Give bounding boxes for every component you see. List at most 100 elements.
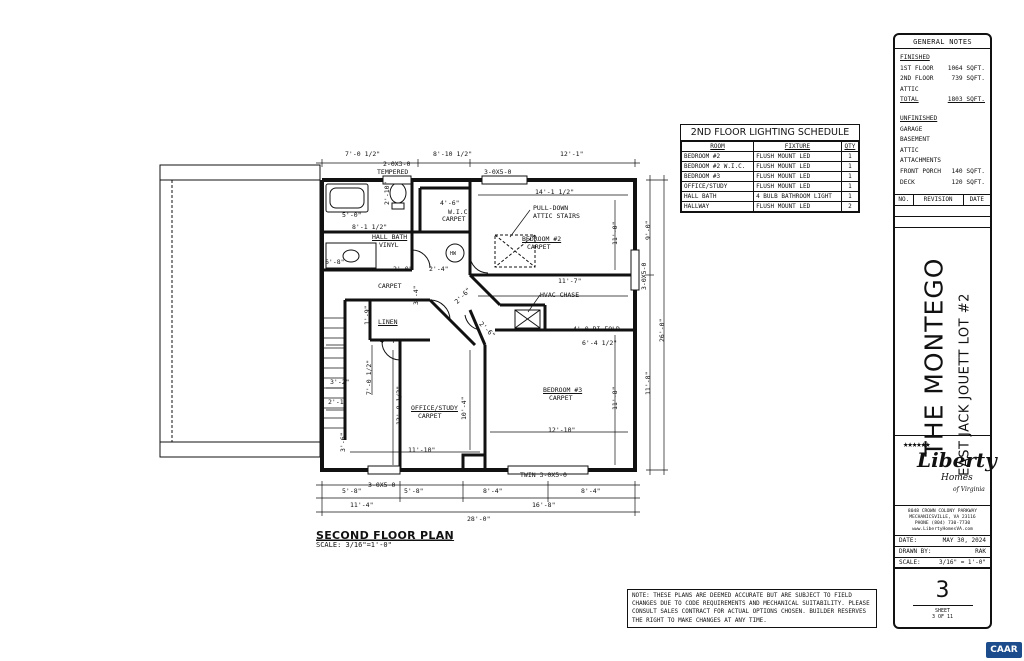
cell: FLUSH MOUNT LED — [753, 161, 842, 172]
row-label: TOTAL — [900, 96, 919, 104]
logo-sub: Homes — [941, 473, 973, 483]
dim-right-1: 9'-0" — [644, 220, 652, 240]
cell: 1 — [840, 191, 860, 202]
dim-inner: 2'-4" — [429, 265, 449, 273]
dim-inner: 2'-10" — [383, 181, 391, 205]
lighting-schedule-title: 2ND FLOOR LIGHTING SCHEDULE — [681, 125, 859, 141]
window-label-office: 3-0X5-0 — [368, 481, 396, 489]
row-value: 1064 SQFT. — [947, 64, 985, 72]
room-office-floor: CARPET — [418, 412, 442, 420]
window-bed2 — [481, 175, 528, 185]
dim-inner: 1'-9" — [363, 305, 371, 325]
window-bed3-twin — [507, 465, 589, 475]
rev-col-no: NO. — [895, 195, 914, 206]
dim-inner: 8'-1 1/2" — [352, 223, 388, 231]
dim-inner: 11'-0" — [611, 221, 619, 245]
room-bath-label: HALL BATH — [372, 233, 408, 241]
cell: OFFICE/STUDY — [680, 181, 755, 192]
cell: 1 — [840, 181, 860, 192]
cell: 1 — [840, 151, 860, 162]
sheet-number-box: 3 SHEET 3 OF 11 — [895, 567, 990, 628]
model-name: THE MONTEGO — [919, 257, 949, 457]
col-fixture: FIXTURE — [753, 141, 842, 152]
dim-inner: 3'-4" — [412, 285, 420, 305]
row-label: 2ND FLOOR — [900, 75, 934, 83]
dim-inner: 4'-7" — [380, 337, 400, 345]
dim-bottom-6: 16'-8" — [532, 501, 556, 509]
unfinished-section: UNFINISHED GARAGE BASEMENT ATTIC ATTACHM… — [895, 114, 990, 188]
dim-top-3: 12'-1" — [560, 150, 584, 158]
window-bath — [382, 175, 412, 185]
hvac-chase — [514, 309, 541, 329]
address-line: PHONE (804) 730-7730 — [914, 521, 971, 526]
dim-inner: 4'-6" — [440, 199, 460, 207]
window-label-bed2: 3-0X5-0 — [484, 168, 512, 176]
company-address: 8048 CROWN COLONY PARKWAY MECHANICSVILLE… — [895, 505, 990, 533]
unfinished-row: GARAGE — [900, 125, 985, 136]
dim-inner: 6'-4 1/2" — [582, 339, 618, 347]
room-hall-floor: CARPET — [378, 282, 402, 290]
room-wic-label: W.I.C. — [448, 208, 472, 216]
dim-top-2: 8'-10 1/2" — [433, 150, 473, 158]
dim-right-2: 11'-8" — [644, 371, 652, 395]
dim-bottom-5: 11'-4" — [350, 501, 374, 509]
rev-col-date: DATE — [969, 196, 985, 204]
room-linen-label: LINEN — [378, 318, 398, 326]
dim-inner: 2'-1" — [328, 398, 348, 406]
window-label-twin: TWIN 3-0X5-0 — [520, 471, 567, 479]
cell: 2 — [840, 201, 860, 212]
dim-inner: 11'-10" — [408, 446, 436, 454]
dim-bottom-total: 28'-0" — [467, 515, 491, 523]
cell: 1 — [840, 171, 860, 182]
toilet — [389, 182, 407, 204]
scale-row: SCALE:3/16" = 1'-0" — [895, 558, 990, 569]
scale-label: SCALE: — [899, 559, 921, 566]
dim-bottom-3: 8'-4" — [483, 487, 503, 495]
row-value: 120 SQFT. — [951, 178, 985, 186]
finished-heading: FINISHED — [900, 54, 930, 61]
liberty-homes-logo: ★★★★★★ Liberty Homes of Virginia — [895, 435, 997, 504]
stairs — [322, 317, 345, 429]
cell: BEDROOM #2 W.I.C. — [680, 161, 755, 172]
window-bed3-side — [630, 249, 640, 291]
bathtub — [325, 183, 369, 213]
dim-inner: 6'-8" — [325, 258, 345, 266]
vanity — [325, 242, 377, 269]
hvac-chase-label: HVAC CHASE — [540, 291, 580, 299]
sheet-label: SHEET — [934, 608, 951, 614]
room-bed3-label: BEDROOM #3 — [543, 386, 583, 394]
cell: 1 — [840, 161, 860, 172]
dim-inner: 7'-0 1/2" — [365, 359, 373, 395]
water-heater-label: HW — [450, 251, 457, 257]
date-row: DATE:MAY 30, 2024 — [895, 536, 990, 547]
rev-col-revision: REVISION — [914, 195, 964, 206]
cell: HALL BATH — [680, 191, 755, 202]
attic-hatch — [494, 234, 536, 268]
room-bed2-floor: CARPET — [527, 243, 551, 251]
plan-title: SECOND FLOOR PLAN — [316, 529, 455, 542]
unfinished-row: BASEMENT — [900, 135, 985, 146]
window-label-bath: 2-0X3-0 — [383, 160, 411, 168]
water-heater — [445, 243, 465, 263]
dim-inner: 2'-0" — [393, 265, 413, 273]
caar-watermark: CAAR — [986, 642, 1022, 658]
bifold-label: 4'-0 BI-FOLD — [573, 325, 620, 333]
roof-outline — [159, 164, 321, 458]
address-line: www.LibertyHomesVA.com — [912, 527, 973, 532]
dim-top-1: 7'-0 1/2" — [345, 150, 381, 158]
date-label: DATE: — [899, 537, 918, 544]
dim-inner: 14'-1 1/2" — [535, 188, 575, 196]
drawn-label: DRAWN BY: — [899, 548, 932, 555]
dim-bottom-1: 5'-8" — [342, 487, 362, 495]
